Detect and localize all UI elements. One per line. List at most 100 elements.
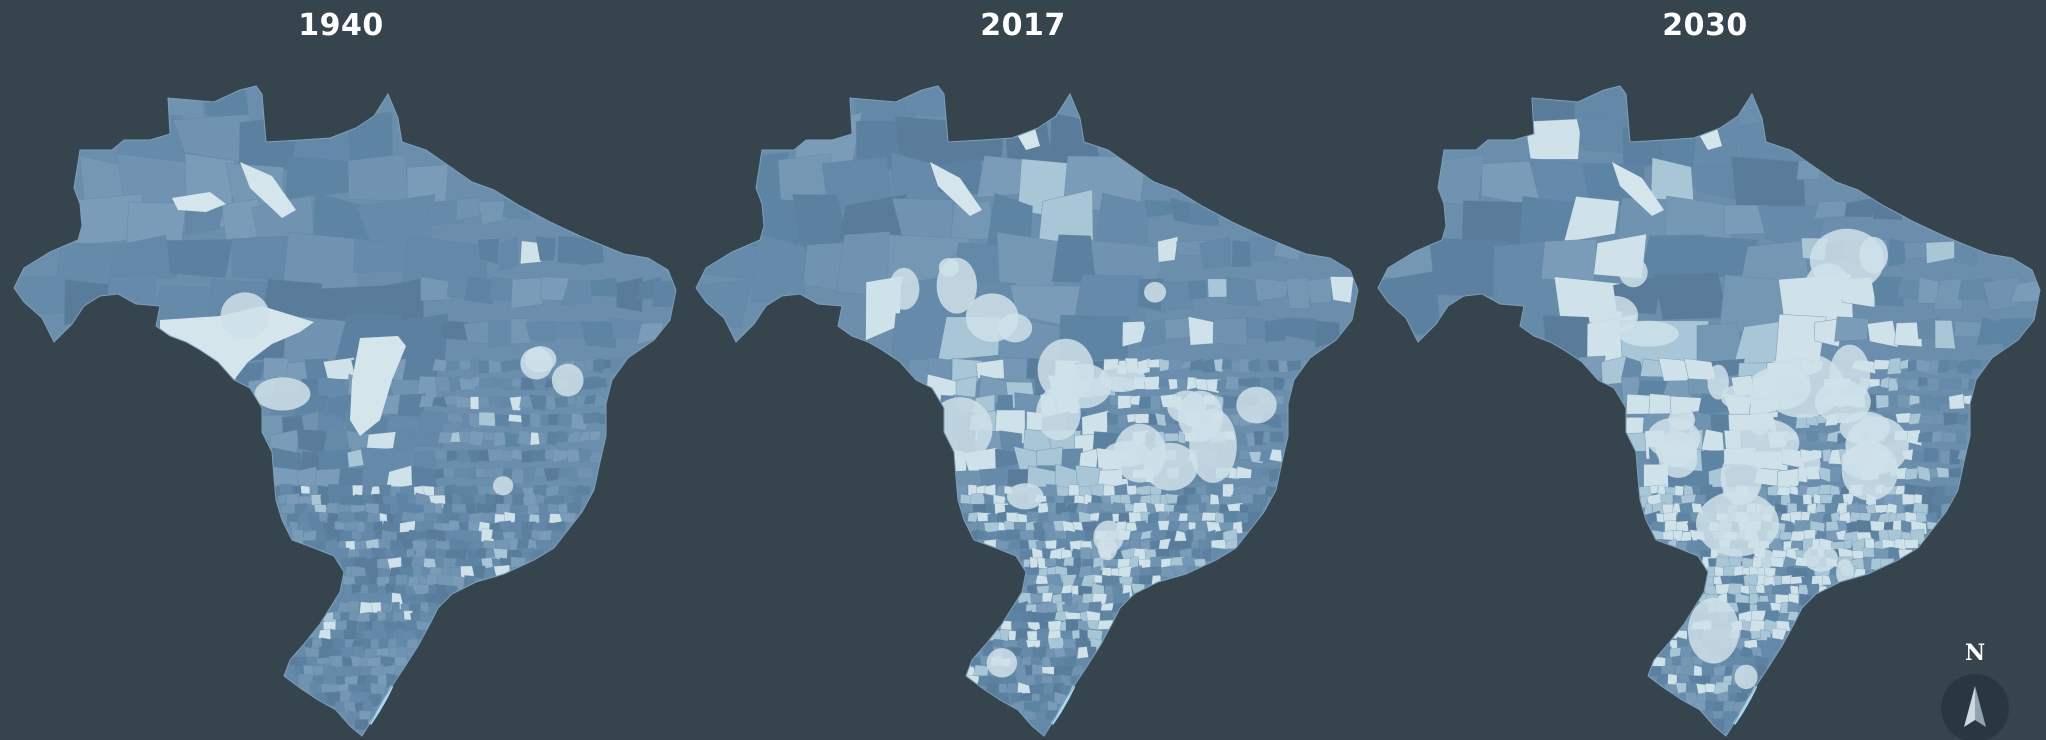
municipality-region: [1575, 355, 1606, 380]
light-region: [172, 192, 226, 212]
municipality-region: [362, 700, 373, 714]
municipality-region: [418, 395, 433, 408]
municipality-region: [431, 358, 448, 372]
municipality-region: [1248, 358, 1260, 373]
municipality-region: [560, 279, 596, 306]
municipality-region: [1117, 395, 1134, 410]
municipality-region: [1251, 468, 1264, 480]
municipality-region: [516, 429, 534, 447]
light-region: [1749, 405, 1771, 436]
municipality-region: [903, 86, 975, 120]
municipality-region: [589, 430, 601, 441]
light-region: [1668, 408, 1696, 431]
municipality-region: [581, 321, 617, 349]
light-region: [965, 293, 1019, 343]
light-region: [936, 257, 977, 314]
municipality-region: [1169, 197, 1191, 224]
municipality-region: [1235, 466, 1253, 479]
municipality-region: [501, 378, 515, 392]
municipality-region: [529, 394, 547, 411]
municipality-region: [166, 239, 233, 279]
municipality-region: [535, 540, 546, 550]
municipality-region: [348, 691, 360, 703]
municipality-region: [1956, 359, 1972, 375]
municipality-region: [1931, 430, 1944, 444]
municipality-region: [1867, 320, 1899, 348]
municipality-region: [1563, 196, 1620, 243]
municipality-region: [510, 556, 527, 568]
municipality-region: [1005, 682, 1020, 694]
municipality-region: [461, 414, 472, 428]
municipality-region: [1023, 559, 1032, 568]
municipality-region: [1961, 377, 1970, 390]
light-region: [1799, 450, 1821, 477]
municipality-region: [1378, 270, 1442, 336]
light-region: [986, 648, 1018, 678]
light-region: [350, 336, 406, 436]
municipality-region: [1198, 538, 1213, 549]
municipality-region: [951, 358, 983, 382]
municipality-region: [1834, 316, 1869, 342]
municipality-region: [1018, 692, 1034, 702]
municipality-region: [1061, 592, 1073, 603]
municipality-region: [1807, 583, 1821, 597]
municipality-region: [468, 430, 485, 447]
municipality-region: [1956, 413, 1969, 426]
municipality-region: [1828, 449, 1842, 465]
municipality-region: [1199, 236, 1232, 270]
municipality-region: [1329, 276, 1355, 304]
north-arrow-icon: [1964, 686, 1986, 727]
municipality-region: [463, 276, 494, 305]
municipality-region: [300, 485, 311, 495]
municipality-region: [352, 484, 364, 496]
municipality-region: [1037, 502, 1051, 514]
light-region: [1143, 442, 1198, 491]
municipality-region: [998, 683, 1008, 695]
municipality-region: [1906, 379, 1922, 392]
municipality-region: [616, 277, 643, 313]
municipality-region: [520, 413, 531, 428]
municipality-region: [412, 594, 427, 603]
municipality-layer: [696, 86, 1355, 736]
municipality-region: [1948, 467, 1962, 478]
coastal-lagoon: [1732, 685, 1758, 725]
municipality-region: [347, 153, 409, 202]
municipality-region: [1740, 585, 1751, 595]
light-region: [1839, 411, 1891, 445]
municipality-region: [579, 237, 605, 266]
light-region: [1836, 559, 1854, 586]
municipality-region: [906, 359, 931, 388]
municipality-region: [1675, 520, 1689, 532]
municipality-region: [1932, 278, 1963, 310]
municipality-region: [545, 394, 557, 411]
municipality-region: [1139, 318, 1165, 349]
municipality-region: [1886, 357, 1902, 375]
municipality-region: [1953, 236, 1978, 266]
municipality-region: [552, 448, 570, 463]
municipality-region: [406, 547, 415, 560]
municipality-region: [1934, 319, 1956, 350]
north-compass: N: [1940, 636, 2010, 740]
municipality-region: [976, 529, 988, 540]
municipality-region: [1655, 512, 1665, 523]
municipality-region: [1161, 565, 1176, 579]
municipality-region: [553, 521, 566, 533]
municipality-region: [1669, 647, 1682, 658]
municipality-region: [567, 396, 576, 406]
municipality-region: [442, 557, 458, 569]
municipality-region: [1653, 272, 1729, 321]
municipality-region: [1018, 529, 1036, 540]
municipality-region: [1940, 449, 1951, 466]
municipality-region: [399, 566, 414, 577]
light-region: [1725, 418, 1800, 468]
municipality-region: [1097, 512, 1114, 523]
light-region: [1761, 352, 1845, 418]
compass-label: N: [1964, 640, 1986, 666]
municipality-region: [529, 448, 546, 462]
municipality-region: [456, 450, 470, 463]
municipality-region: [1936, 466, 1952, 478]
municipality-region: [553, 396, 569, 408]
municipality-region: [477, 200, 508, 226]
light-region: [1618, 320, 1679, 347]
